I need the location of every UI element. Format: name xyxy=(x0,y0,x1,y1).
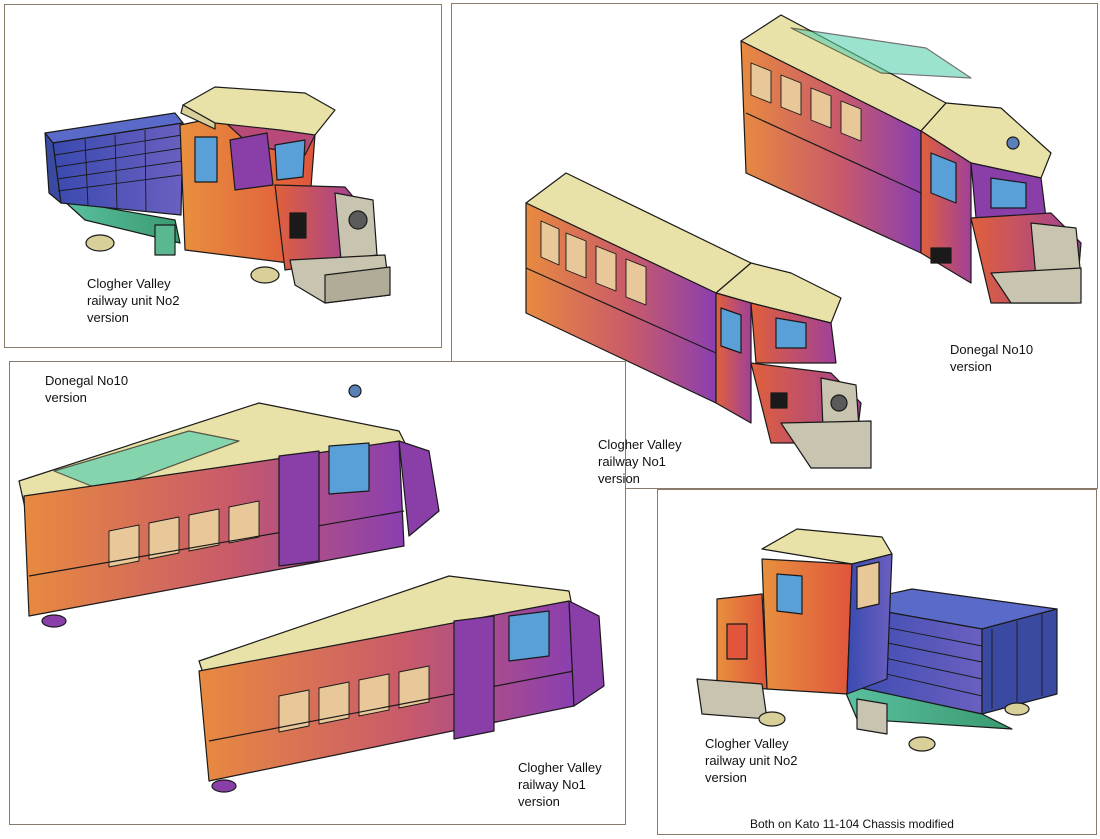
panel-top-left: Clogher Valley railway unit No2 version xyxy=(4,4,442,348)
railcar-lorry-illustration xyxy=(44,86,391,304)
railcar-lorry-illustration-mirrored xyxy=(696,528,1058,752)
caption-clogher-no1-bottom: Clogher Valley railway No1 version xyxy=(518,760,602,809)
footnote-kato-chassis: Both on Kato 11-104 Chassis modified xyxy=(750,817,954,831)
donegal-no10-railcar-bottom xyxy=(18,384,440,628)
clogher-no1-railcar-top xyxy=(525,172,872,469)
caption-clogher-unit-no2: Clogher Valley railway unit No2 version xyxy=(87,276,180,325)
caption-donegal-no10-bottom: Donegal No10 version xyxy=(45,373,129,405)
caption-clogher-unit-no2-bottom: Clogher Valley railway unit No2 version xyxy=(705,736,798,785)
donegal-no10-railcar-top xyxy=(740,14,1082,304)
caption-clogher-no1-top: Clogher Valley railway No1 version xyxy=(598,437,682,486)
clogher-no1-railcar-bottom xyxy=(198,575,605,793)
caption-donegal-no10-top: Donegal No10 version xyxy=(950,342,1034,374)
